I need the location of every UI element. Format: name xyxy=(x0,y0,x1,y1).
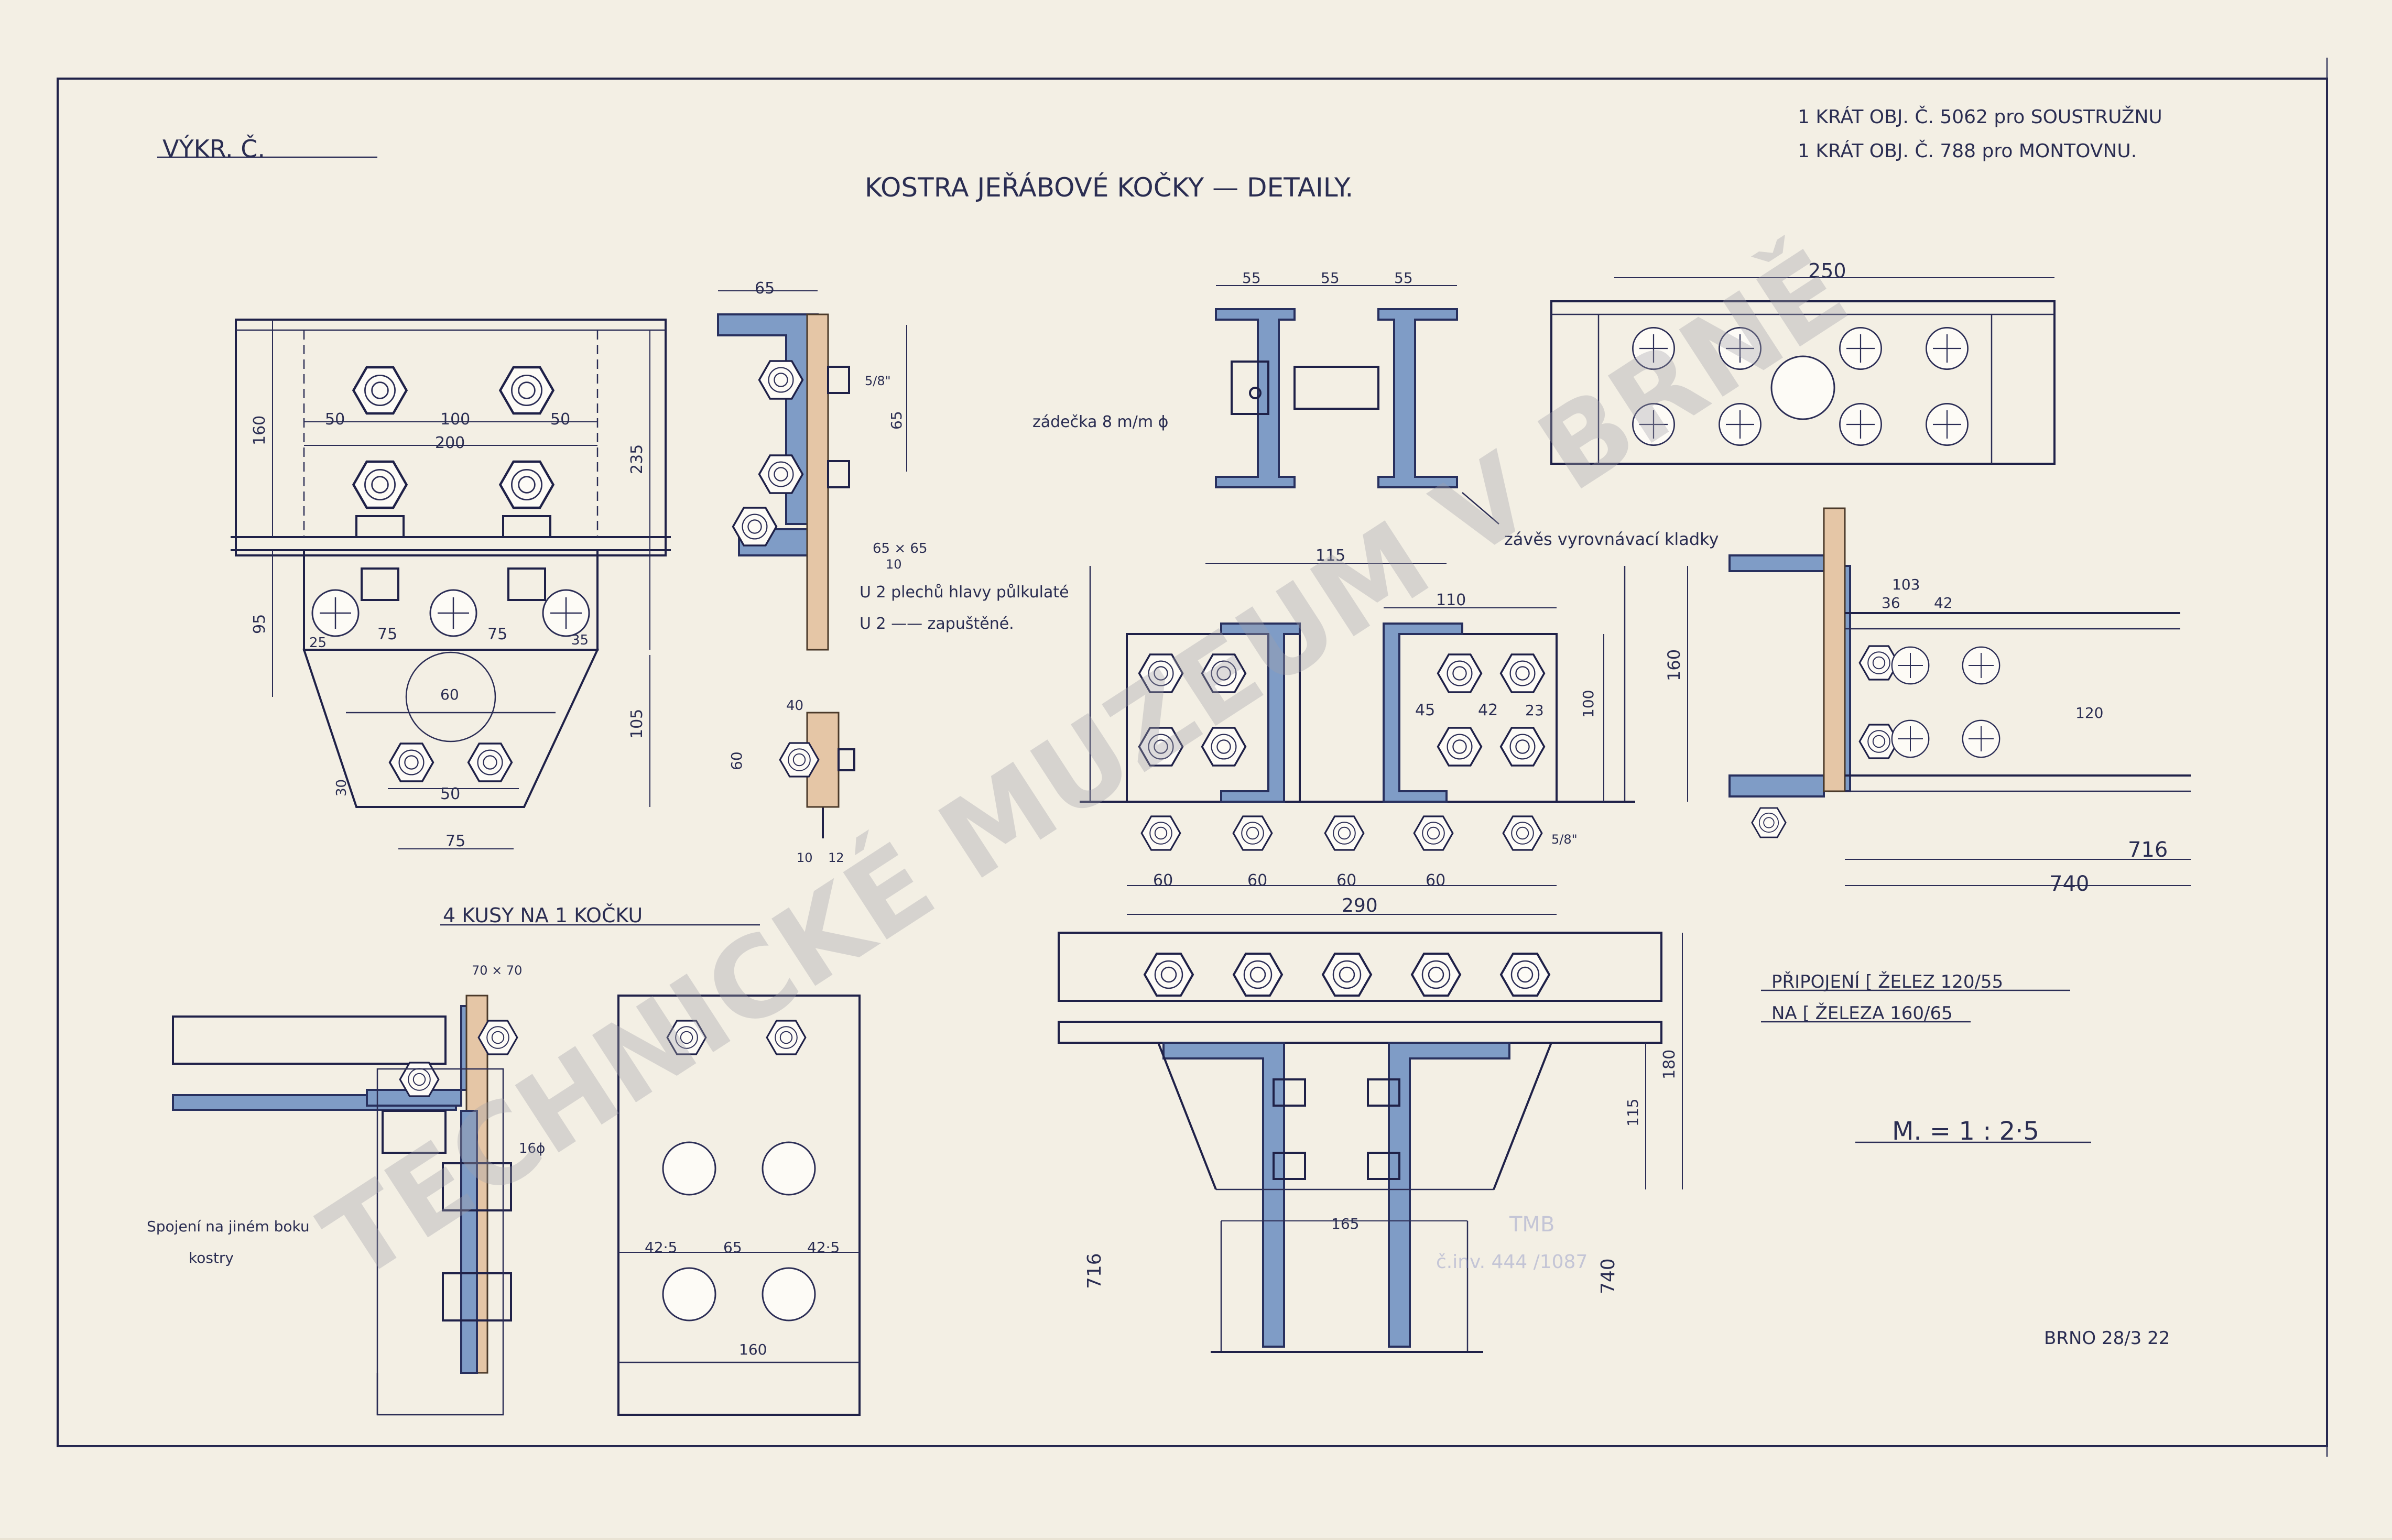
inventory-stamp-2: č.inv. 444 /1087 xyxy=(1436,1251,1588,1273)
dim-75-a: 75 xyxy=(377,625,397,643)
dim-115: 115 xyxy=(1315,547,1345,565)
drawing-title: KOSTRA JEŘÁBOVÉ KOČKY — DETAILY. xyxy=(865,172,1353,203)
dim-35: 35 xyxy=(571,632,589,648)
dim-95: 95 xyxy=(251,614,269,634)
dim-42-5-right: 42·5 xyxy=(807,1239,840,1256)
dim-103: 103 xyxy=(1892,576,1920,593)
dim-60-3: 60 xyxy=(1336,871,1356,890)
dim-60-2: 60 xyxy=(1247,871,1267,890)
connection-title-2: NA [ ŽELEZA 160/65 xyxy=(1771,1002,1953,1024)
dim-235: 235 xyxy=(628,444,646,474)
dim-55-left: 55 xyxy=(1242,269,1261,287)
dim-75-b: 75 xyxy=(487,625,507,643)
dim-110: 110 xyxy=(1436,591,1466,609)
connection-title-1: PŘIPOJENÍ [ ŽELEZ 120/55 xyxy=(1771,971,2003,992)
dim-60-4: 60 xyxy=(1426,871,1445,890)
angle-70: 70 × 70 xyxy=(472,963,522,978)
dim-100: 100 xyxy=(440,410,470,429)
rivets-note-1: U 2 plechů hlavy půlkulaté xyxy=(860,583,1069,602)
dim-120: 120 xyxy=(2075,704,2103,722)
dim-5-8-a: 5/8" xyxy=(865,374,891,388)
dim-180: 180 xyxy=(1660,1050,1679,1079)
view-bottom-center-assembly: 115 180 165 716 740 xyxy=(1058,932,1683,1353)
scale-label: M. = 1 : 2·5 xyxy=(1892,1117,2039,1146)
dim-55-right: 55 xyxy=(1394,269,1413,287)
dim-160: 160 xyxy=(251,416,269,445)
dim-42-right: 42 xyxy=(1934,594,1953,611)
side-joint-note-2: kostry xyxy=(189,1249,234,1266)
view-top-right-plan: 250 xyxy=(1550,259,2056,465)
dim-65-vertical: 65 xyxy=(888,411,905,430)
dim-60-1: 60 xyxy=(1153,871,1173,890)
dim-250: 250 xyxy=(1808,259,1846,282)
view-bottom-left-bracket: 4 KUSY NA 1 KOČKU 42·5 65 42·5 160 70 × … xyxy=(147,904,861,1416)
dim-5-8-b: 5/8" xyxy=(1551,832,1578,847)
dim-50-bottom: 50 xyxy=(440,785,460,803)
dim-60: 60 xyxy=(440,686,459,703)
washer-label: závěs vyrovnávací kladky xyxy=(1504,529,1719,549)
drawing-number-label: VÝKR. Č. xyxy=(162,134,265,163)
order-line-2: 1 KRÁT OBJ. Č. 788 pro MONTOVNU. xyxy=(1798,140,2137,162)
dim-45: 45 xyxy=(1415,701,1435,719)
dim-23: 23 xyxy=(1525,702,1544,719)
dim-160-assy: 160 xyxy=(1664,649,1684,681)
view-front-plate: 50 100 50 200 160 235 95 25 75 75 35 60 … xyxy=(231,319,671,850)
signature-date: BRNO 28/3 22 xyxy=(2044,1328,2170,1349)
side-joint-note-1: Spojení na jiném boku xyxy=(147,1218,310,1235)
angle-size: 65 × 65 xyxy=(873,541,927,556)
pieces-note: 4 KUSY NA 1 KOČKU xyxy=(443,904,643,927)
dim-290: 290 xyxy=(1342,895,1378,916)
view-channel-section: 55 55 55 zádečka 8 m/m ϕ závěs vyrovnáva… xyxy=(1032,269,1719,549)
dim-40: 40 xyxy=(786,698,803,714)
dim-200: 200 xyxy=(435,434,465,452)
order-line-1: 1 KRÁT OBJ. Č. 5062 pro SOUSTRUŽNU xyxy=(1798,106,2162,128)
dim-42: 42 xyxy=(1478,701,1498,719)
inventory-stamp-1: TMB xyxy=(1509,1213,1554,1237)
dim-12-bottom: 12 xyxy=(828,850,844,865)
dim-50-left: 50 xyxy=(325,410,345,429)
dim-30: 30 xyxy=(334,779,350,796)
dim-36: 36 xyxy=(1882,594,1900,611)
dim-16-hole: 16ϕ xyxy=(519,1141,545,1156)
dim-65-section: 65 xyxy=(755,279,775,298)
dim-75-bottom: 75 xyxy=(445,832,465,850)
view-angle-section: 65 5/8" 65 65 × 65 10 U 2 plechů hlavy p… xyxy=(717,279,1069,865)
dim-100-assy: 100 xyxy=(1580,690,1597,718)
dim-42-5-left: 42·5 xyxy=(645,1239,677,1256)
dim-740-vertical: 740 xyxy=(1597,1258,1619,1294)
dim-716-vertical: 716 xyxy=(1084,1253,1105,1289)
dim-60-plate: 60 xyxy=(728,751,745,770)
dim-716: 716 xyxy=(2128,838,2168,862)
dim-160-bracket: 160 xyxy=(739,1341,767,1358)
dim-10-bottom: 10 xyxy=(797,850,813,865)
view-right-connection: 103 36 42 120 716 740 xyxy=(1728,507,2191,896)
dim-165: 165 xyxy=(1331,1215,1359,1232)
dim-740: 740 xyxy=(2049,872,2089,896)
dim-115-bottom: 115 xyxy=(1624,1099,1641,1127)
dim-105: 105 xyxy=(628,709,646,739)
dim-50-right: 50 xyxy=(550,410,570,429)
dim-65-bracket: 65 xyxy=(723,1239,742,1256)
washer-note: zádečka 8 m/m ϕ xyxy=(1032,413,1168,431)
angle-thickness: 10 xyxy=(886,557,902,572)
view-center-assembly: 115 110 45 42 23 100 160 5/8" 60 60 60 6… xyxy=(1080,547,1688,916)
dim-25: 25 xyxy=(309,635,327,651)
dim-55-mid: 55 xyxy=(1321,269,1340,287)
rivets-note-2: U 2 —— zapuštěné. xyxy=(860,615,1014,633)
